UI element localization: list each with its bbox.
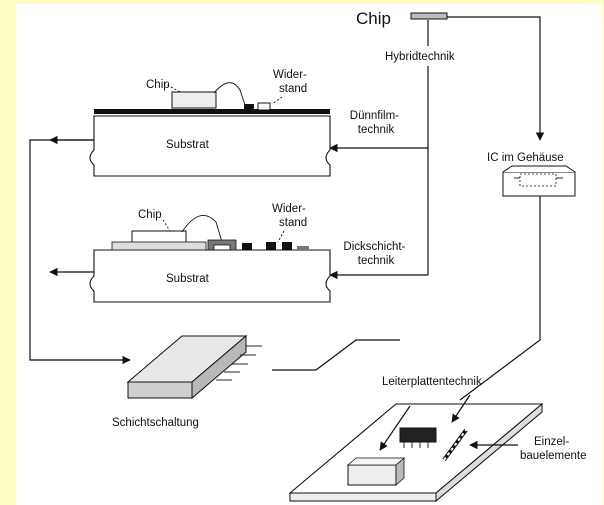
thinfilm-substrate-label: Substrat xyxy=(166,139,210,151)
chip-symbol xyxy=(410,12,448,20)
hybrid-label: Hybridtechnik xyxy=(385,51,455,63)
thinfilm-chip-label: Chip xyxy=(146,79,170,91)
chip-title: Chip xyxy=(356,9,391,28)
pcb-to-ic-arrow xyxy=(451,394,471,423)
ic-package xyxy=(502,165,576,197)
thickfilm-chip-label: Chip xyxy=(138,209,162,221)
components-label: Einzel- bauelemente xyxy=(520,436,587,462)
thickfilm-substrate-assembly xyxy=(89,214,331,303)
layer-circuit-label: Schichtschaltung xyxy=(112,417,199,429)
thickfilm-label: Dickschicht- technik xyxy=(343,241,408,267)
block-to-pcb-line xyxy=(272,339,400,371)
ic-label: IC im Gehäuse xyxy=(487,152,564,164)
thinfilm-label: Dünnfilm- technik xyxy=(350,110,402,136)
chip-to-ic-arrow xyxy=(447,16,545,141)
pcb-label: Leiterplattentechnik xyxy=(382,376,482,388)
thickfilm-resistor-label: Wider- stand xyxy=(272,203,309,229)
ic-to-pcb-line xyxy=(459,196,541,401)
thinfilm-substrate-assembly xyxy=(89,82,331,177)
thinfilm-resistor-label: Wider- stand xyxy=(273,69,310,95)
layer-circuit-block xyxy=(126,334,262,400)
thickfilm-substrate-label: Substrat xyxy=(166,273,210,285)
pcb-board xyxy=(288,402,544,503)
pcb-to-block-arrow xyxy=(379,405,411,451)
